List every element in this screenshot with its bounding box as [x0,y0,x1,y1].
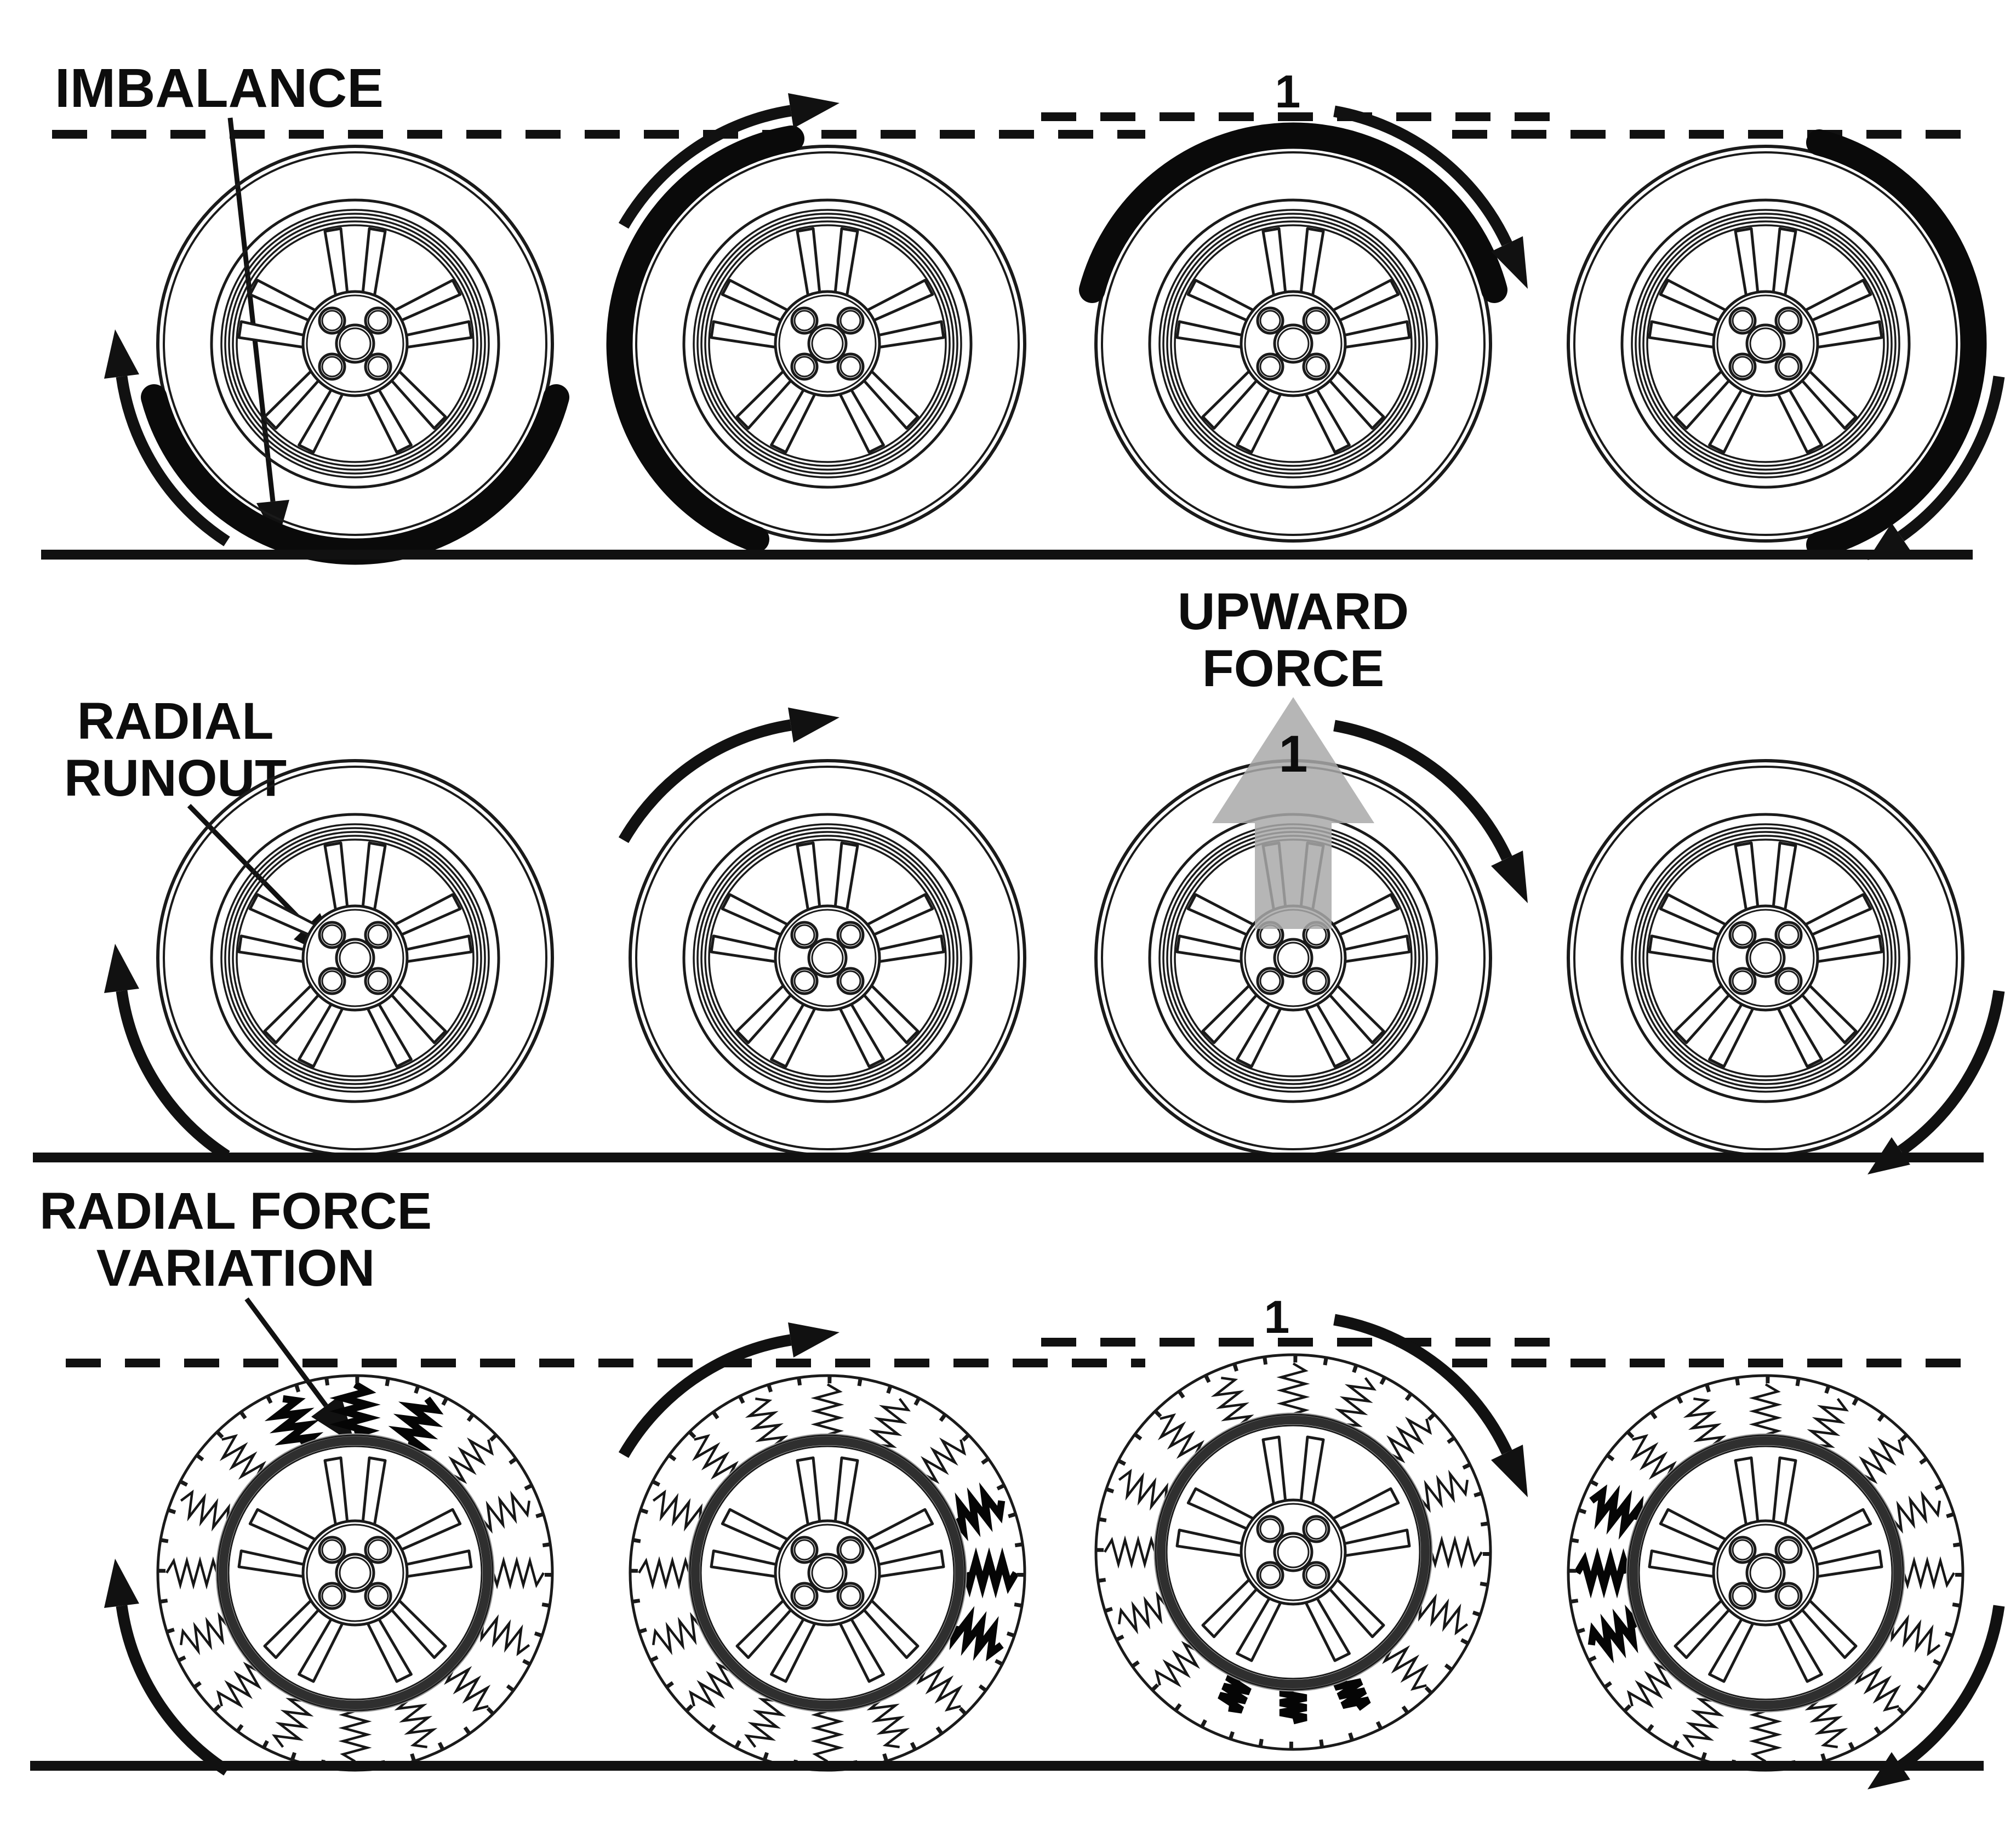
force-marker-row2: 1 [1279,725,1308,783]
wheel-row3-pos2 [624,1322,1025,1770]
rotation-arrow-icon [1867,991,1999,1174]
wheel-row3-pos1 [104,1376,552,1771]
wheel-row2-pos2 [624,708,1025,1155]
heavy-spot-left [606,126,804,552]
upward-force-arrow-icon [1212,697,1374,929]
wheel-row3-pos4 [1568,1376,1999,1789]
row-radial-runout: RADIAL RUNOUT UPWARD FORCE 1 [33,583,1999,1174]
rfv-label-line1: RADIAL FORCE [39,1182,432,1240]
wheel-row1-pos1 [104,146,569,565]
radial-runout-label-line1: RADIAL [77,692,274,750]
rotation-arrow-icon [624,708,839,840]
rotation-arrow-icon [104,1559,227,1771]
row-radial-force-variation: RADIAL FORCE VARIATION 1 [30,1182,1999,1789]
heavy-spot-top [1079,122,1507,303]
imbalance-label: IMBALANCE [55,58,384,119]
upward-force-label-line1: UPWARD [1178,583,1409,641]
row-imbalance: 1 IMBALANCE [41,58,1999,560]
wheel-row2-pos1 [104,761,552,1156]
rfv-leader-line [244,1297,328,1407]
heavy-spot-right [1806,129,1987,558]
wheel-row3-pos3 [1096,1320,1528,1749]
height-marker-row1: 1 [1275,66,1301,117]
wheel-row2-pos4 [1568,761,1999,1174]
height-marker-row3: 1 [1264,1291,1290,1343]
upward-force-label-line2: FORCE [1202,640,1385,698]
wheel-row1-pos2 [606,93,1025,552]
wheel-row1-pos4 [1568,129,1999,560]
wheel-row1-pos3 [1079,111,1528,541]
rfv-label-line2: VARIATION [96,1239,375,1297]
radial-runout-label-line2: RUNOUT [64,749,287,807]
